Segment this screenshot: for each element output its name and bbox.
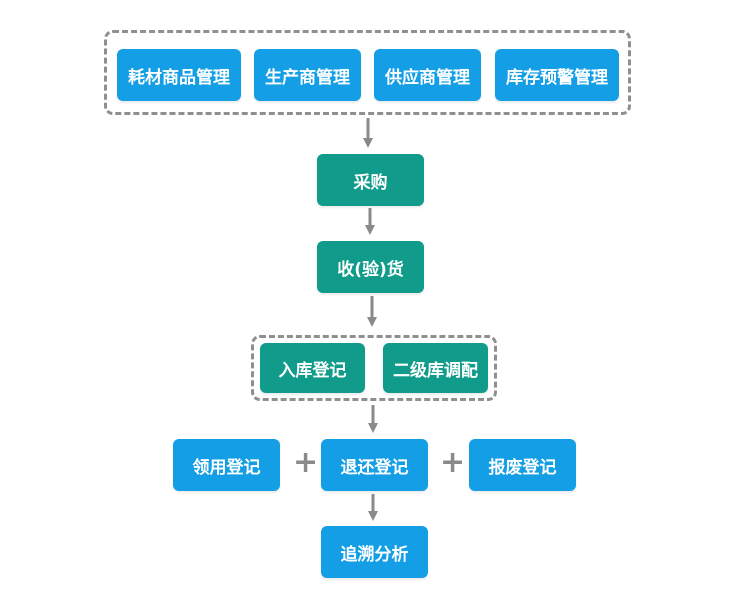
inventory-alert-management-box[interactable]: 库存预警管理	[495, 49, 619, 101]
management-group-frame	[104, 30, 631, 115]
scrap-registration-box[interactable]: 报废登记	[469, 439, 576, 491]
supplier-management-box[interactable]: 供应商管理	[374, 49, 481, 101]
receive-inspect-box[interactable]: 收(验)货	[317, 241, 424, 293]
consumables-management-box[interactable]: 耗材商品管理	[117, 49, 241, 101]
warehouse-entry-box[interactable]: 入库登记	[260, 343, 365, 393]
return-registration-box[interactable]: 退还登记	[321, 439, 428, 491]
traceability-analysis-box[interactable]: 追溯分析	[321, 526, 428, 578]
requisition-registration-box[interactable]: 领用登记	[173, 439, 280, 491]
storage-group-frame	[251, 335, 497, 401]
secondary-warehouse-allocation-box[interactable]: 二级库调配	[383, 343, 488, 393]
manufacturer-management-box[interactable]: 生产商管理	[254, 49, 361, 101]
plus-sign-right: +	[440, 445, 466, 480]
plus-sign-left: +	[293, 445, 319, 480]
purchase-box[interactable]: 采购	[317, 154, 424, 206]
